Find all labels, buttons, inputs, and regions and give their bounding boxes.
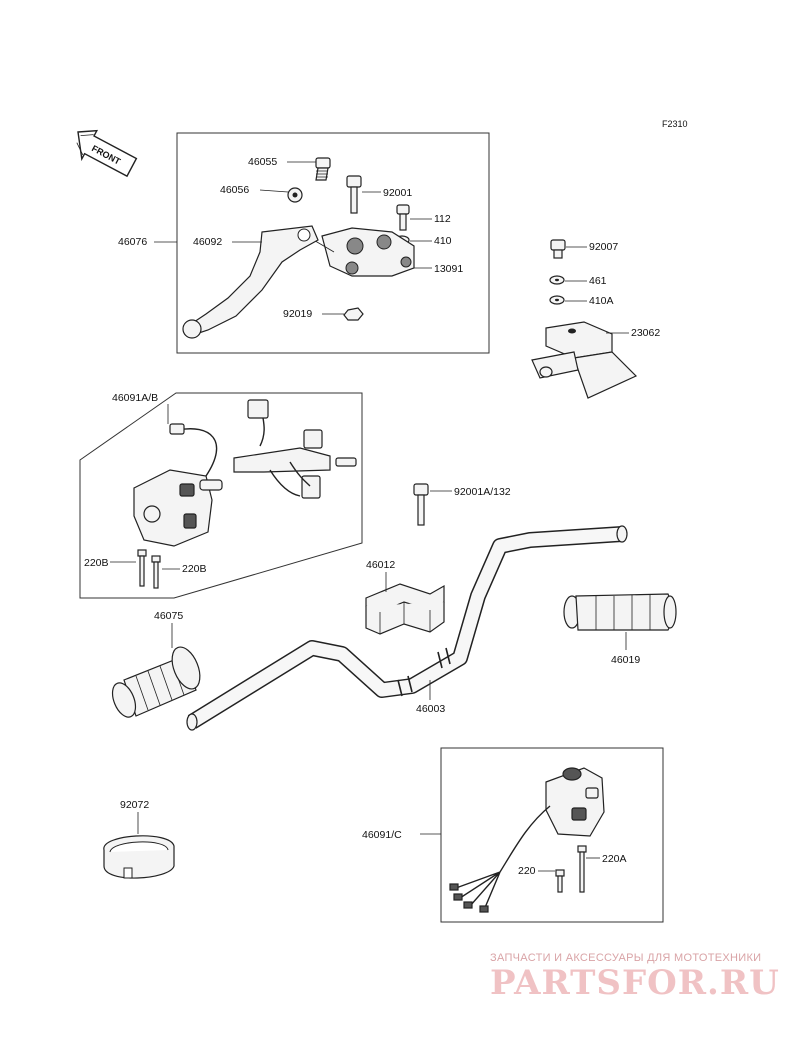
screw-220B-a <box>137 549 147 587</box>
bolt-92007 <box>550 239 566 259</box>
label-92007: 92007 <box>589 241 618 253</box>
clutch-lever-46092 <box>182 225 319 339</box>
left-switch-harness <box>169 399 357 499</box>
handlebar-holder-46012 <box>365 583 445 635</box>
screw-220 <box>555 869 565 893</box>
label-46003: 46003 <box>416 703 445 715</box>
screw-220A <box>577 845 587 893</box>
label-220: 220 <box>518 865 536 877</box>
label-46076: 46076 <box>118 236 147 248</box>
label-220A: 220A <box>602 853 627 865</box>
band-92072 <box>103 835 175 879</box>
label-46075: 46075 <box>154 610 183 622</box>
label-92001: 92001 <box>383 187 412 199</box>
bolt-112 <box>396 204 410 231</box>
washer-410A <box>549 295 565 305</box>
label-92072: 92072 <box>120 799 149 811</box>
label-46012: 46012 <box>366 559 395 571</box>
right-switch-housing <box>545 767 605 837</box>
right-switch-frame <box>440 747 664 923</box>
left-switch-frame <box>79 392 363 599</box>
pivot-bolt-92001 <box>346 175 362 214</box>
locknut-46056 <box>287 187 303 203</box>
lockwasher-461 <box>549 275 565 285</box>
lever-holder-13091 <box>299 227 415 277</box>
label-410A: 410A <box>589 295 614 307</box>
label-46091C: 46091/C <box>362 829 402 841</box>
label-23062: 23062 <box>631 327 660 339</box>
right-grip-46019 <box>563 593 677 631</box>
label-46055: 46055 <box>248 156 277 168</box>
label-461: 461 <box>589 275 607 287</box>
right-switch-wires <box>449 805 551 913</box>
nut-92019 <box>343 307 364 321</box>
label-410: 410 <box>434 235 452 247</box>
label-46092: 46092 <box>193 236 222 248</box>
label-13091: 13091 <box>434 263 463 275</box>
label-220B-1: 220B <box>84 557 109 569</box>
bolt-92001A <box>413 483 429 526</box>
label-46091AB: 46091A/B <box>112 392 158 404</box>
watermark-brand: PARTSFOR.RU <box>490 963 780 1003</box>
label-92001A132: 92001A/132 <box>454 486 511 498</box>
bracket-23062 <box>531 321 638 399</box>
front-arrow-icon: FRONT <box>76 129 138 178</box>
left-grip-46075 <box>111 646 201 718</box>
lever-assembly-frame <box>176 132 490 354</box>
leader-46056 <box>259 189 289 193</box>
left-switch-housing <box>133 469 223 547</box>
adjuster-screw-46055 <box>315 157 331 181</box>
label-220B-2: 220B <box>182 563 207 575</box>
screw-220B-b <box>151 555 161 589</box>
handlebar-46003 <box>186 525 628 731</box>
label-112: 112 <box>434 213 451 225</box>
figure-ref: F2310 <box>662 119 688 129</box>
label-92019: 92019 <box>283 308 312 320</box>
label-46056: 46056 <box>220 184 249 196</box>
label-46019: 46019 <box>611 654 640 666</box>
watermark-tagline: ЗАПЧАСТИ И АКСЕССУАРЫ ДЛЯ МОТОТЕХНИКИ <box>490 952 761 964</box>
